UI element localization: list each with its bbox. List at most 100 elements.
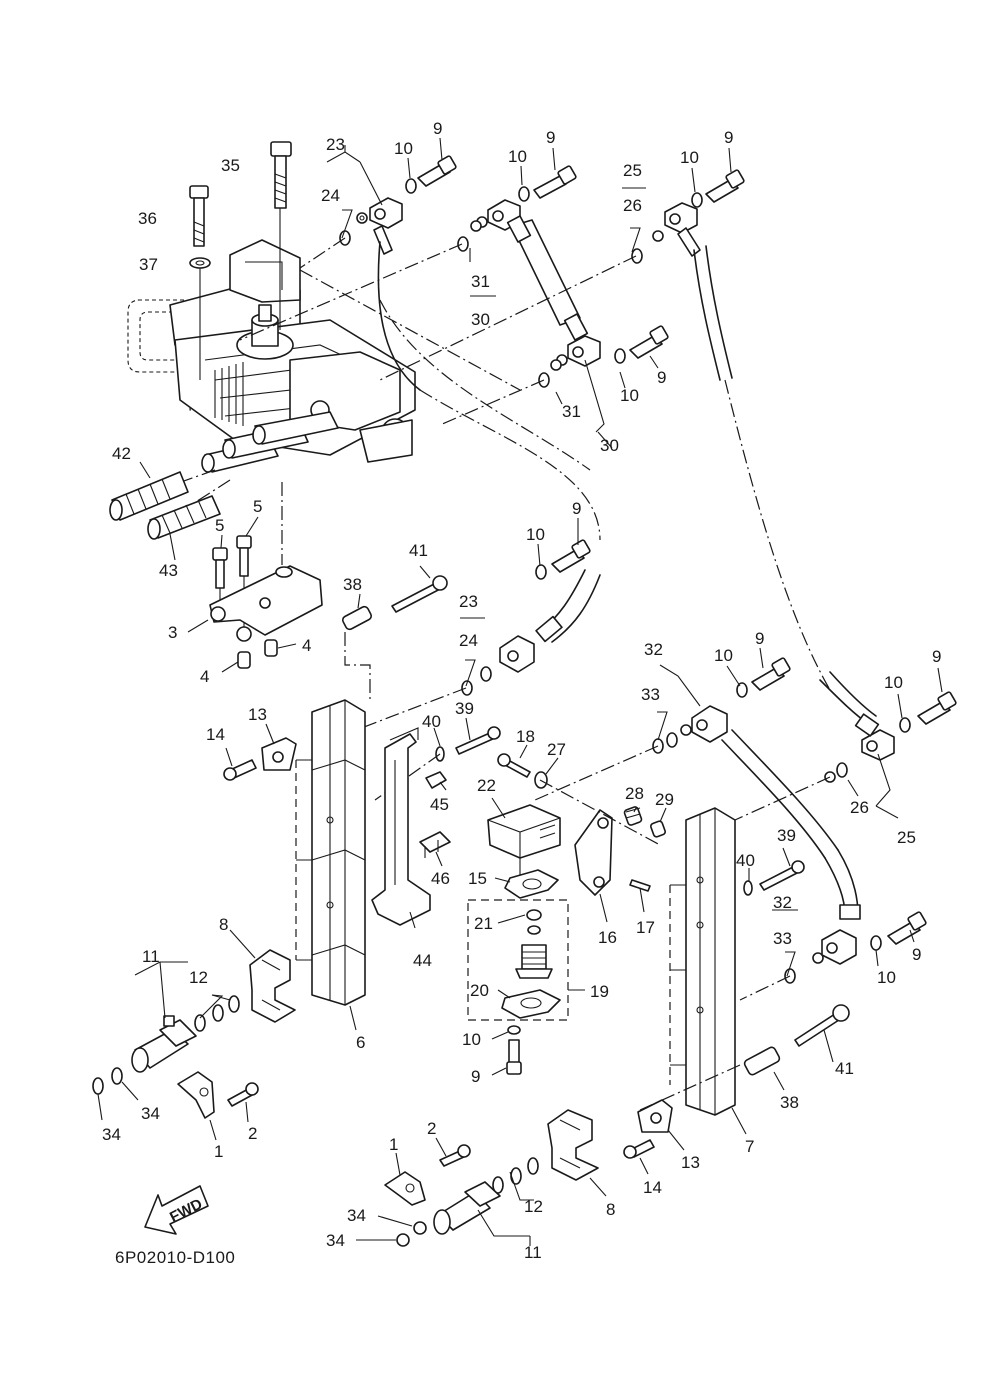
collar-38-a: [341, 605, 373, 700]
bolt-17: [629, 879, 651, 892]
bolt-36: [189, 185, 209, 247]
clip-46: [419, 831, 451, 858]
filter-kit-19: [467, 899, 569, 1021]
callout-13: 13: [681, 1153, 700, 1172]
bolt-41-b: [794, 1004, 850, 1047]
callout-31: 31: [471, 272, 490, 291]
callout-30: 30: [600, 436, 619, 455]
spring-28: [623, 806, 643, 826]
callout-5: 5: [253, 497, 262, 516]
callout-9: 9: [572, 499, 581, 518]
callout-34: 34: [141, 1104, 160, 1123]
callout-5: 5: [215, 516, 224, 535]
washer-34-d: [396, 1233, 410, 1247]
callout-9: 9: [433, 119, 442, 138]
callout-9: 9: [546, 128, 555, 147]
callout-41: 41: [835, 1059, 854, 1078]
callout-21: 21: [474, 914, 493, 933]
callout-41: 41: [409, 541, 428, 560]
callout-38: 38: [780, 1093, 799, 1112]
callout-10: 10: [508, 147, 527, 166]
collar-29: [539, 779, 666, 846]
gasket-15: [504, 869, 559, 899]
grommet-42: [109, 471, 189, 521]
callout-30: 30: [471, 310, 490, 329]
callout-42: 42: [112, 444, 131, 463]
throttle-body-assembly: [127, 239, 416, 473]
connector-45: [425, 771, 447, 789]
callout-9: 9: [657, 368, 666, 387]
callout-10: 10: [526, 525, 545, 544]
callout-8: 8: [219, 915, 228, 934]
fitting-23-lower: [461, 635, 535, 696]
hose-23: [377, 241, 601, 643]
callout-11: 11: [524, 1243, 542, 1262]
bolt-2-b: [439, 1144, 471, 1167]
screw-9-c: [691, 169, 745, 208]
oring-12-a: [194, 995, 240, 1032]
callout-40: 40: [422, 712, 441, 731]
bolt-18: [497, 753, 531, 778]
clamp-1-a: [177, 1071, 215, 1119]
screw-14-b: [623, 1139, 655, 1159]
fitting-25-bottom: [824, 713, 895, 783]
callout-25: 25: [897, 828, 916, 847]
grommet-43: [147, 495, 221, 540]
holder-8-b: [547, 1109, 599, 1181]
washer-34-b: [111, 1067, 123, 1085]
callout-46: 46: [431, 869, 450, 888]
callout-38: 38: [343, 575, 362, 594]
callout-2: 2: [248, 1124, 257, 1143]
screw-9-h: [870, 911, 927, 951]
callout-1: 1: [214, 1142, 223, 1161]
bracket-16: [574, 809, 613, 896]
fitting-23-top: [339, 197, 403, 255]
callout-6: 6: [356, 1033, 365, 1052]
callout-29: 29: [655, 790, 674, 809]
callout-27: 27: [547, 740, 566, 759]
callout-leaders: [97, 137, 943, 1246]
fitting-30-mid: [538, 335, 601, 388]
collar-4-b: [237, 651, 251, 669]
screw-9-e: [535, 539, 591, 580]
bolt-39-b: [743, 860, 805, 896]
callout-10: 10: [884, 673, 903, 692]
callout-24: 24: [459, 631, 478, 650]
callout-10: 10: [462, 1030, 481, 1049]
callout-33: 33: [641, 685, 660, 704]
callout-19: 19: [590, 982, 609, 1001]
callout-4: 4: [200, 667, 209, 686]
callout-22: 22: [477, 776, 496, 795]
callout-4: 4: [302, 636, 311, 655]
callout-7: 7: [745, 1137, 754, 1156]
screw-14-a: [223, 759, 257, 781]
callout-10: 10: [680, 148, 699, 167]
callout-12: 12: [189, 968, 208, 987]
callout-35: 35: [221, 156, 240, 175]
callout-34: 34: [326, 1231, 345, 1250]
callout-43: 43: [159, 561, 178, 580]
bracket-3: [209, 565, 323, 642]
callout-28: 28: [625, 784, 644, 803]
callout-37: 37: [139, 255, 158, 274]
clamp-1-b: [384, 1171, 426, 1206]
screw-9-a: [405, 155, 457, 194]
collar-4-a: [264, 639, 278, 657]
callout-40: 40: [736, 851, 755, 870]
callout-10: 10: [394, 139, 413, 158]
callout-32: 32: [644, 640, 663, 659]
fitting-25-top: [631, 202, 701, 264]
bracket-13-a: [261, 737, 297, 771]
callout-13: 13: [248, 705, 267, 724]
bracket-13-b: [637, 1099, 673, 1133]
callout-1: 1: [389, 1135, 398, 1154]
callout-25: 25: [623, 161, 642, 180]
injector-11-a: [131, 1015, 197, 1073]
callout-8: 8: [606, 1200, 615, 1219]
fuel-rail-7: [669, 807, 736, 1116]
callout-2: 2: [427, 1119, 436, 1138]
screw-9-f: [736, 657, 791, 698]
washer-34-a: [92, 1077, 104, 1095]
washer-34-c: [413, 1221, 427, 1235]
